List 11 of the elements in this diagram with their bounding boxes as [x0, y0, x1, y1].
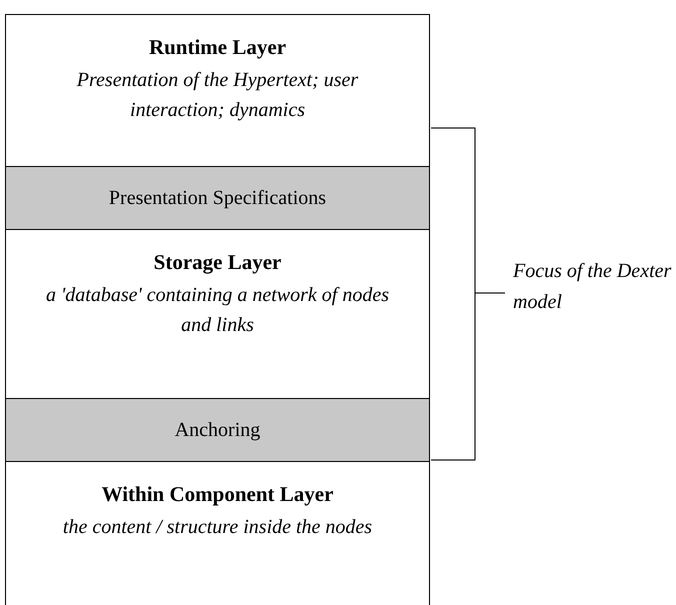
bracket-label: Focus of the Dexter model [513, 259, 672, 315]
layer-title: Runtime Layer [148, 34, 286, 61]
layer-band [6, 166, 429, 229]
layer-description: Presentation of the Hypertext; user interaction; dynamics [76, 68, 360, 123]
layer-description: the content / structure inside the nodes [62, 515, 372, 540]
band-label: Anchoring [174, 418, 260, 443]
layer-title: Within Component Layer [102, 481, 334, 508]
band-label: Presentation Specifications [108, 186, 326, 211]
layer-title: Storage Layer [154, 249, 282, 276]
layer-band [6, 398, 429, 461]
layer-description: a 'database' containing a network of nodes and links [46, 283, 389, 338]
